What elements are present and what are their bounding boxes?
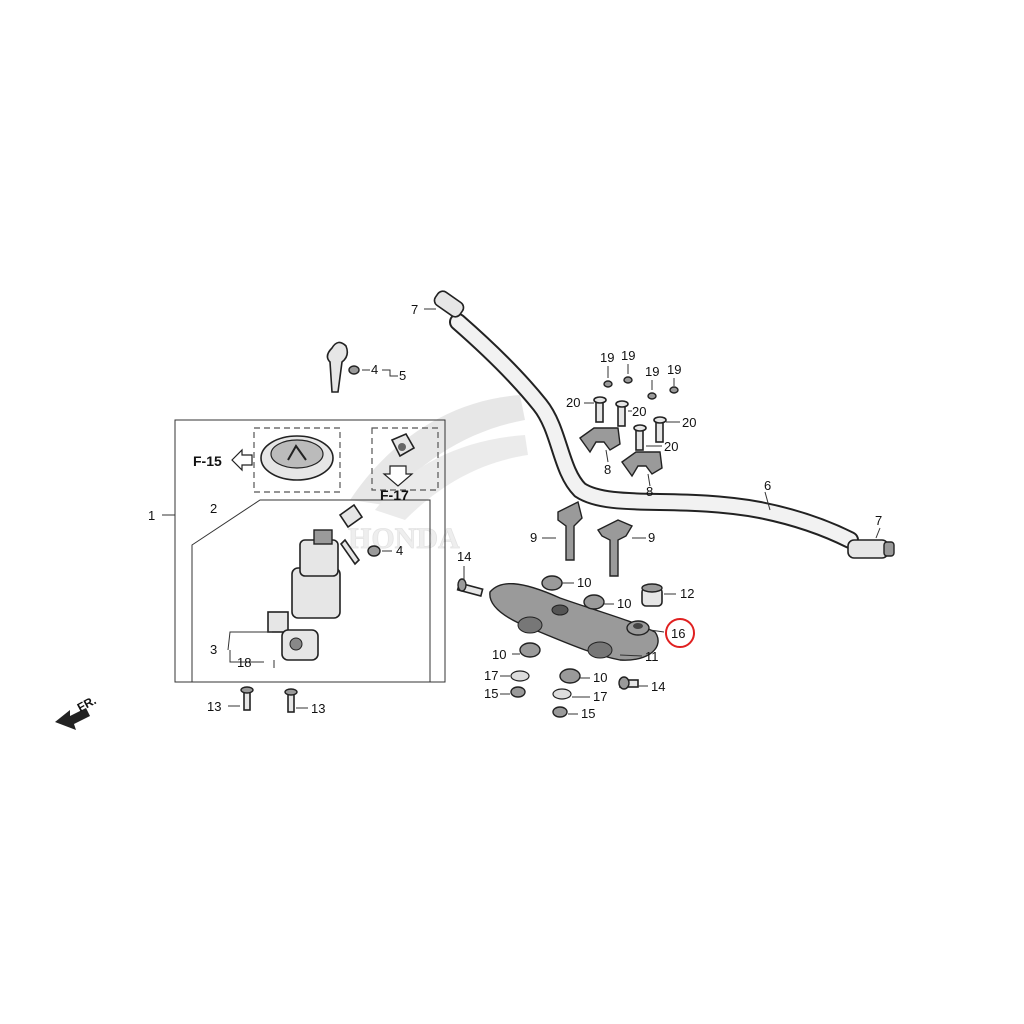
bolt-20-a [593, 396, 607, 423]
callout-13-right: 13 [311, 701, 325, 716]
callout-5: 5 [399, 368, 406, 383]
callout-2: 2 [210, 501, 217, 516]
top-bridge [489, 582, 659, 661]
callout-20-b: 20 [632, 404, 646, 419]
nut-15-left [510, 686, 526, 698]
bolt-13-right [284, 688, 298, 713]
callout-12: 12 [680, 586, 694, 601]
callout-19-a: 19 [600, 350, 614, 365]
callout-19-c: 19 [645, 364, 659, 379]
callout-10-c: 10 [492, 647, 506, 662]
fuel-cap-box [253, 427, 341, 493]
bolt-20-c [633, 424, 647, 451]
callout-19-d: 19 [667, 362, 681, 377]
callout-10-a: 10 [577, 575, 591, 590]
fuel-cap [260, 435, 334, 481]
washer-4-top [348, 365, 360, 375]
cap-19-c [647, 392, 657, 400]
callout-6: 6 [764, 478, 771, 493]
washer-16 [626, 620, 650, 636]
callout-1: 1 [148, 508, 155, 523]
callout-17-left: 17 [484, 668, 498, 683]
handlebar [449, 313, 859, 549]
callout-15-left: 15 [484, 686, 498, 701]
stud-9-right [596, 519, 634, 577]
callout-16: 16 [671, 626, 685, 641]
key [326, 341, 349, 393]
callout-20-c: 20 [682, 415, 696, 430]
callout-17-right: 17 [593, 689, 607, 704]
rubber-10-b [583, 594, 605, 610]
ref-f15: F-15 [193, 453, 222, 469]
callout-3: 3 [210, 642, 217, 657]
upper-holder-right [621, 451, 663, 478]
ignition-switch [291, 503, 364, 619]
stud-9-left [557, 500, 583, 561]
upper-holder-left [579, 427, 621, 454]
callout-9-left: 9 [530, 530, 537, 545]
bolt-20-b [615, 400, 629, 427]
callout-8-right: 8 [646, 484, 653, 499]
lock-box [371, 427, 439, 491]
callout-13-left: 13 [207, 699, 221, 714]
collar-12 [641, 583, 663, 607]
bolt-14-left [456, 578, 484, 597]
callout-9-right: 9 [648, 530, 655, 545]
cap-19-b [623, 376, 633, 384]
callout-15-right: 15 [581, 706, 595, 721]
rubber-10-d [559, 668, 581, 684]
callout-8-left: 8 [604, 462, 611, 477]
callout-20-d: 20 [664, 439, 678, 454]
front-direction-arrow-icon [55, 708, 90, 730]
rubber-10-c [519, 642, 541, 658]
callout-20-a: 20 [566, 395, 580, 410]
lock-cylinder [390, 432, 416, 458]
assembly-box [174, 419, 446, 683]
front-label: FR. [75, 693, 99, 714]
highlight-circle [665, 618, 695, 648]
bolt-20-d [653, 416, 667, 443]
callout-10-b: 10 [617, 596, 631, 611]
callout-7-left: 7 [411, 302, 418, 317]
callout-7-right: 7 [875, 513, 882, 528]
washer-4-mid [367, 545, 381, 557]
washer-17-right [552, 688, 572, 700]
nut-15-right [552, 706, 568, 718]
callout-18: 18 [237, 655, 251, 670]
callout-10-d: 10 [593, 670, 607, 685]
cap-19-a [603, 380, 613, 388]
ref-f17: F-17 [380, 487, 409, 503]
switch-bracket [267, 611, 319, 661]
bolt-13-left [240, 686, 254, 711]
bar-end-right [847, 539, 895, 559]
callout-14-left: 14 [457, 549, 471, 564]
callout-4-top: 4 [371, 362, 378, 377]
f15-arrow-icon [231, 448, 253, 472]
honda-watermark-text: HONDA [348, 522, 460, 555]
bar-end-left [433, 290, 465, 318]
ignition-subassembly-box [191, 499, 431, 683]
cap-19-d [669, 386, 679, 394]
f17-arrow-icon [382, 465, 414, 487]
callout-19-b: 19 [621, 348, 635, 363]
callout-4-mid: 4 [396, 543, 403, 558]
callout-11: 11 [645, 649, 659, 664]
bolt-14-right [618, 676, 639, 690]
washer-17-left [510, 670, 530, 682]
rubber-10-a [541, 575, 563, 591]
callout-14-right: 14 [651, 679, 665, 694]
